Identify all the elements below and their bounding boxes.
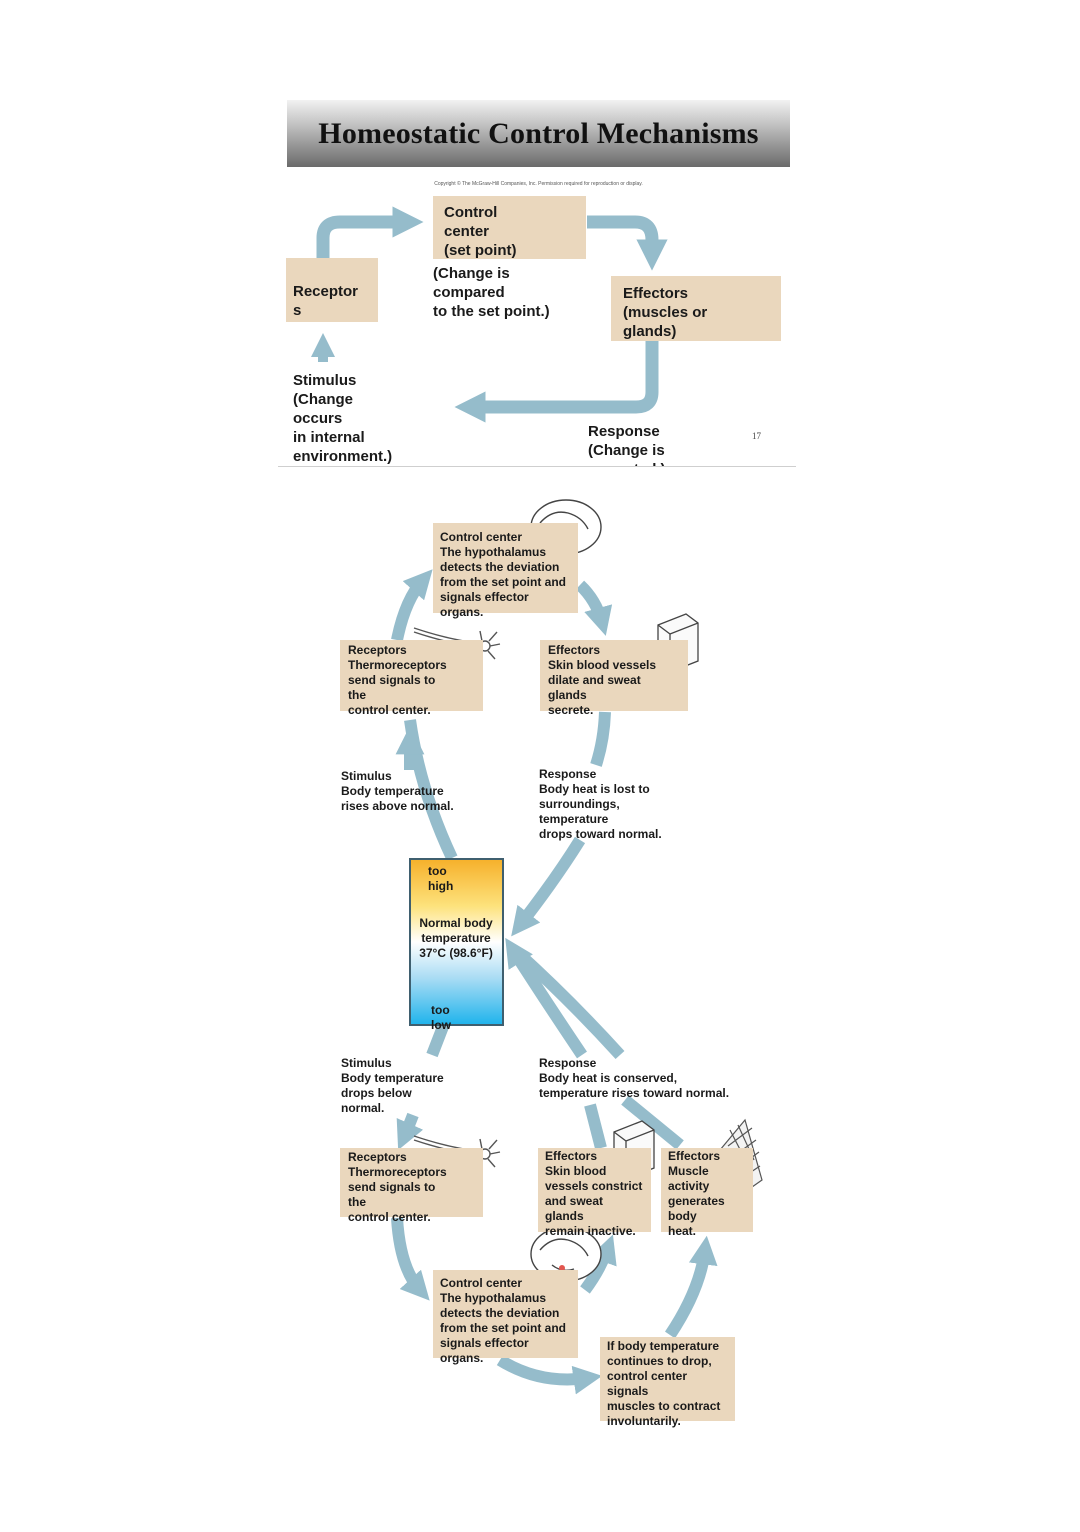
effectors-label: Effectors (muscles or glands): [623, 285, 708, 340]
response-clip: Response (Change is corrected.): [588, 422, 718, 466]
arrow-up-response-to-thermo: [511, 836, 586, 937]
slide-title-bar: Homeostatic Control Mechanisms: [287, 100, 790, 167]
upper-response-text: Response Body heat is lost to surroundin…: [539, 767, 662, 841]
shivering-text: If body temperature continues to drop, c…: [607, 1339, 721, 1428]
shivering-box: If body temperature continues to drop, c…: [600, 1337, 735, 1428]
lower-control-center-box: Control center The hypothalamus detects …: [433, 1270, 578, 1365]
arrow-lo-thermo-to-stim: [426, 1021, 450, 1058]
copyright-note: Copyright © The McGraw-Hill Companies, I…: [434, 181, 643, 187]
too-low-label: too low: [431, 1003, 451, 1032]
upper-receptors-box: Receptors Thermoreceptors send signals t…: [340, 640, 483, 717]
lower-control-center-text: Control center The hypothalamus detects …: [440, 1276, 566, 1365]
stimulus-label: Stimulus (Change occurs in internal envi…: [293, 372, 393, 465]
response-label: Response (Change is corrected.): [588, 423, 666, 466]
control-center-label: Control center (set point): [444, 204, 517, 259]
receptors-label: Receptor s: [293, 283, 359, 319]
page-number: 17: [752, 431, 761, 441]
lower-muscle-effectors-box: Effectors Muscle activity generates body…: [661, 1148, 753, 1238]
arrow-control-to-effectors: [587, 215, 668, 271]
lower-receptors-text: Receptors Thermoreceptors send signals t…: [348, 1150, 447, 1224]
comparison-note: (Change is compared to the set point.): [433, 265, 550, 320]
arrow-lo-muscle-to-response: [621, 1095, 684, 1150]
arrow-lo-shiver-to-muscle: [665, 1235, 718, 1339]
arrow-lo-control-to-shiver: [496, 1354, 603, 1395]
arrow-up-effector-to-response: [590, 711, 611, 767]
lower-response-text: Response Body heat is conserved, tempera…: [539, 1056, 730, 1100]
arrow-lo-receptor-to-control: [391, 1217, 430, 1301]
arrow-lo-response-to-thermo-2: [512, 947, 625, 1060]
lower-muscle-effectors-text: Effectors Muscle activity generates body…: [668, 1149, 725, 1238]
lower-skin-effectors-text: Effectors Skin blood vessels constrict a…: [545, 1149, 643, 1238]
slide-bottom-rule: [278, 466, 796, 467]
upper-stimulus-text: Stimulus Body temperature rises above no…: [341, 769, 454, 813]
arrow-lo-control-to-skin: [580, 1234, 617, 1294]
too-high-label: too high: [428, 864, 454, 893]
arrow-effectors-to-response: [454, 341, 659, 423]
upper-control-center-box: Control center The hypothalamus detects …: [433, 523, 578, 619]
lower-skin-effectors-box: Effectors Skin blood vessels constrict a…: [538, 1148, 651, 1238]
control-center-box: Control center (set point): [433, 196, 586, 259]
upper-receptors-text: Receptors Thermoreceptors send signals t…: [348, 643, 447, 717]
receptors-box: Receptor s: [286, 258, 378, 322]
arrow-up-receptor-to-control: [391, 569, 433, 642]
upper-control-center-text: Control center The hypothalamus detects …: [440, 530, 566, 619]
slide-title: Homeostatic Control Mechanisms: [318, 116, 759, 150]
arrow-receptor-to-control: [316, 206, 424, 258]
lower-receptors-box: Receptors Thermoreceptors send signals t…: [340, 1148, 483, 1224]
arrow-lo-stim-to-receptor: [396, 1112, 424, 1151]
lower-stimulus-text: Stimulus Body temperature drops below no…: [341, 1056, 444, 1115]
upper-effectors-box: Effectors Skin blood vessels dilate and …: [540, 640, 688, 717]
upper-effectors-text: Effectors Skin blood vessels dilate and …: [548, 643, 657, 717]
effectors-box: Effectors (muscles or glands): [611, 276, 781, 341]
normal-temperature-label: Normal body temperature 37°C (98.6°F): [419, 916, 493, 960]
arrow-lo-skin-to-response: [584, 1103, 607, 1150]
body-temperature-gauge: [409, 858, 504, 1026]
arrow-up-control-to-effector: [575, 580, 613, 636]
